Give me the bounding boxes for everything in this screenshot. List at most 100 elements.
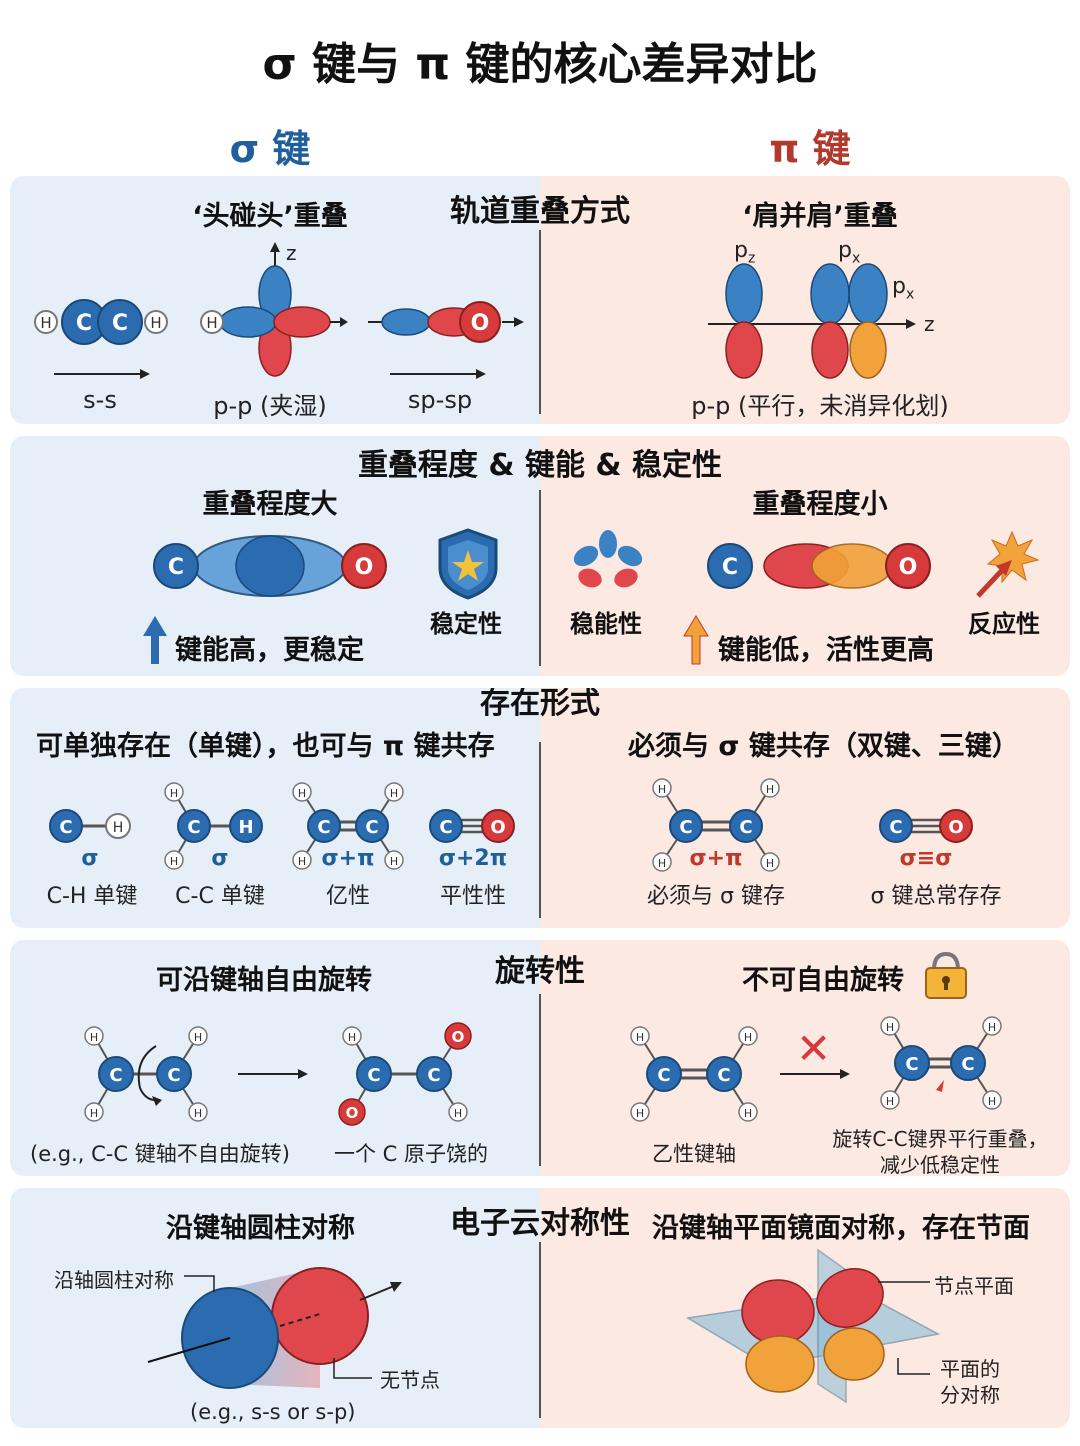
cylindrical-title: 沿键轴圆柱对称 [166, 1213, 355, 1244]
atom-h: H [454, 1107, 462, 1120]
reactivity-label: 反应性 [968, 610, 1040, 638]
spsp-label: sp-sp [407, 386, 473, 414]
axis-z-label-pi: z [924, 312, 935, 336]
symmetry-diagram [147, 1248, 941, 1404]
bond-example-label: 平性性 [439, 884, 506, 909]
atom-h: H [744, 1031, 752, 1044]
stability-label: 稳定性 [430, 610, 502, 638]
atom-c: C [722, 555, 738, 580]
atom-c: C [427, 1065, 440, 1086]
mirror-title: 沿键轴平面镜面对称，存在节面 [652, 1213, 1030, 1244]
atom-c: C [367, 1065, 380, 1086]
atom-h: H [636, 1031, 644, 1044]
atom-c: C [439, 817, 452, 838]
atom-c: C [59, 817, 72, 838]
energy-heading: 重叠程度 & 键能 & 稳定性 [357, 448, 723, 483]
bond-example-label: C-H 单键 [46, 884, 138, 909]
atom-h: H [886, 1021, 894, 1034]
twist-note: 旋转C-C键界平行重叠，减少低稳定性 [832, 1127, 1048, 1176]
bond-type-label: σ+π [689, 846, 743, 871]
pi-column-heading: π 键 [769, 127, 851, 171]
atom-c: C [167, 1065, 180, 1086]
atom-c: C [679, 817, 692, 838]
bond-example-label: 必须与 σ 键存 [647, 884, 785, 909]
atom-h: H [150, 314, 161, 332]
side-by-side-title: ‘肩并肩’重叠 [742, 201, 898, 232]
pi-axis-note: 乙性键轴 [652, 1142, 736, 1166]
bond-example-label: C-C 单键 [175, 884, 265, 909]
atom-h: H [194, 1107, 202, 1120]
overlap-heading: 轨道重叠方式 [450, 194, 630, 229]
atom-c: C [187, 817, 200, 838]
rotation-heading: 旋转性 [495, 954, 585, 989]
atom-h: H [390, 855, 398, 868]
no-rotation-cross-icon: ✕ [796, 1024, 832, 1073]
bond-example-label: 亿性 [325, 884, 370, 909]
atom-h: H [206, 314, 217, 332]
axis-symmetry-label: 沿轴圆柱对称 [54, 1268, 174, 1292]
pz-label: pz [734, 238, 756, 267]
rotated-note: 一个 C 原子饶的 [334, 1142, 489, 1166]
large-overlap-title: 重叠程度大 [202, 489, 338, 520]
atom-c: C [739, 817, 752, 838]
pi-overlap-caption: p-p (平行，未消异化划) [691, 392, 949, 420]
atom-h: H [988, 1021, 996, 1034]
rotation-panel: 旋转性 可沿键轴自由旋转 不可自由旋转 H H H H C C H O [10, 940, 1070, 1176]
atom-h: H [636, 1107, 644, 1120]
atom-o: O [490, 817, 505, 838]
atom-o: O [471, 311, 490, 336]
atom-h: H [90, 1107, 98, 1120]
atom-h: H [113, 820, 124, 836]
atom-o: O [355, 555, 374, 580]
atom-h: H [744, 1107, 752, 1120]
atom-h: H [170, 787, 178, 800]
sigma-column-heading: σ 键 [229, 127, 311, 171]
pi-stability-label: 稳能性 [570, 610, 642, 638]
atom-c: C [168, 555, 184, 580]
bond-type-label: σ+2π [438, 846, 508, 871]
symmetry-panel: 电子云对称性 沿键轴圆柱对称 沿键轴平面镜面对称，存在节面 沿轴圆柱对称 无节点… [10, 1188, 1070, 1428]
no-rotation-title: 不可自由旋转 [742, 965, 904, 996]
px-label-2: px [892, 274, 915, 303]
small-overlap-title: 重叠程度小 [752, 489, 888, 520]
overlap-panel: 轨道重叠方式 ‘头碰头’重叠 ‘肩并肩’重叠 H C C H z H O [10, 176, 1070, 424]
low-energy-note: 键能低，活性更高 [718, 635, 934, 666]
atom-c: C [905, 1054, 918, 1075]
bond-type-label: σ≡σ [899, 846, 953, 871]
symmetry-example: (e.g., s-s or s-p) [190, 1400, 356, 1424]
atom-h: H [40, 314, 51, 332]
existence-panel: 存在形式 可单独存在（单键），也可与 π 键共存 必须与 σ 键共存（双键、三键… [10, 688, 1070, 928]
ss-label: s-s [83, 386, 117, 414]
atom-h: H [90, 1031, 98, 1044]
free-rotation-title: 可沿键轴自由旋转 [156, 965, 372, 996]
atom-o: O [948, 817, 963, 838]
energy-panel: 重叠程度 & 键能 & 稳定性 重叠程度大 重叠程度小 C O C O 稳 [10, 436, 1070, 676]
overlap-diagram: H C C H z H O z [34, 241, 935, 379]
atom-c: C [657, 1065, 670, 1086]
head-on-title: ‘头碰头’重叠 [192, 201, 348, 232]
atom-c: C [961, 1054, 974, 1075]
atom-h: H [886, 1095, 894, 1108]
pp-label: p-p (夹湿) [213, 392, 327, 420]
axis-z-label: z [286, 241, 297, 265]
atom-c: C [317, 817, 330, 838]
atom-o: O [452, 1028, 465, 1046]
symmetry-heading: 电子云对称性 [450, 1206, 630, 1241]
atom-c: C [76, 311, 92, 336]
free-rotation-note: (e.g., C-C 键轴不自由旋转) [30, 1142, 290, 1166]
high-energy-note: 键能高，更稳定 [175, 635, 364, 666]
sigma-existence-title: 可单独存在（单键），也可与 π 键共存 [36, 731, 495, 762]
energy-diagram: C O C O [143, 528, 1040, 665]
atom-h: H [348, 1031, 356, 1044]
atom-o: O [346, 1104, 359, 1122]
plane-symmetry-label: 平面的分对称 [940, 1357, 1000, 1407]
atom-c: C [109, 1065, 122, 1086]
atom-o: O [899, 555, 918, 580]
atom-h: H [170, 855, 178, 868]
atom-h: H [298, 855, 306, 868]
atom-h: H [298, 787, 306, 800]
rotation-diagram: H H H H C C H O O H C C [84, 951, 1002, 1126]
no-node-label: 无节点 [380, 1368, 440, 1392]
atom-c: C [112, 311, 128, 336]
bond-type-label: σ+π [321, 846, 375, 871]
